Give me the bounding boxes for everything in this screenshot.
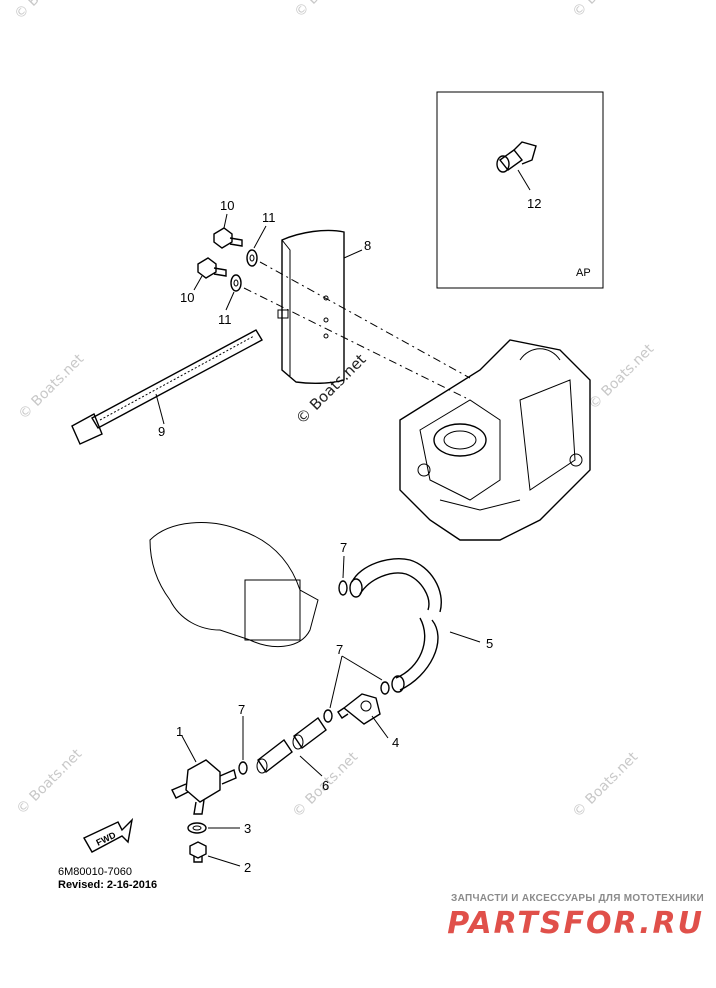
part-8-cover[interactable] [277, 229, 345, 385]
callout-10-upper: 10 [220, 198, 234, 213]
watermark-right-low: © Boats.net [570, 749, 642, 821]
part-2-bolt[interactable] [189, 841, 207, 863]
part-7-clip-mid-a[interactable] [380, 681, 390, 695]
diagram-code: 6M80010-7060 [58, 866, 133, 878]
ap-inset: 12 AP [436, 91, 604, 289]
watermarks: © Boats.net © Boats.net © Boats.net © Bo… [12, 0, 658, 821]
engine-outline-ghost [149, 522, 319, 648]
callout-7-mid: 7 [336, 642, 343, 657]
revised-date: Revised: 2-16-2016 [58, 879, 158, 891]
part-9-cable-tie[interactable] [71, 329, 263, 445]
part-4-fitting[interactable] [337, 693, 381, 725]
callout-1: 1 [176, 724, 183, 739]
watermark-right-mid: © Boats.net [586, 341, 658, 413]
callout-4: 4 [392, 735, 399, 750]
part-10-bolt-lower[interactable] [197, 257, 227, 279]
part-1-fuel-joint[interactable] [171, 759, 237, 815]
watermark-top-right: © Boats.net [570, 0, 642, 21]
callout-8: 8 [364, 238, 371, 253]
brand-logo[interactable]: ЗАПЧАСТИ И АКСЕССУАРЫ ДЛЯ МОТОТЕХНИКИ PA… [404, 893, 704, 941]
part-5-hose[interactable] [349, 558, 442, 693]
callout-11-lower: 11 [218, 312, 232, 327]
part-7-clip-upper[interactable] [338, 580, 348, 596]
part-6-hose-b[interactable] [292, 716, 327, 750]
callout-7-upper: 7 [340, 540, 347, 555]
callout-9: 9 [158, 424, 165, 439]
callout-2: 2 [244, 860, 251, 875]
watermark-top-left: © Boats.net [12, 0, 84, 23]
callout-3: 3 [244, 821, 251, 836]
part-12-fitting[interactable] [496, 141, 537, 173]
brand-tagline: ЗАПЧАСТИ И АКСЕССУАРЫ ДЛЯ МОТОТЕХНИКИ [451, 893, 704, 904]
part-11-washer-lower[interactable] [230, 274, 242, 292]
callout-6: 6 [322, 778, 329, 793]
watermark-left-mid: © Boats.net [16, 351, 88, 423]
diagram-code-block: 6M80010-7060 Revised: 2-16-2016 [58, 866, 157, 892]
watermark-left-low: © Boats.net [14, 746, 86, 818]
engine-block [399, 339, 591, 541]
callout-11-upper: 11 [262, 210, 276, 225]
callout-5: 5 [486, 636, 493, 651]
callout-10-lower: 10 [180, 290, 194, 305]
part-10-bolt-upper[interactable] [213, 227, 243, 249]
part-7-clip-mid-b[interactable] [323, 709, 333, 723]
callout-7-lower: 7 [238, 702, 245, 717]
callout-12: 12 [527, 196, 541, 211]
brand-wordmark: PARTSFOR.RU [447, 906, 704, 941]
watermark-center: © Boats.net [292, 350, 370, 428]
inset-label-ap: AP [576, 267, 591, 279]
part-6-hose-a[interactable] [256, 738, 293, 774]
watermark-top-mid: © Boats.net [292, 0, 364, 21]
part-7-clip-lower[interactable] [238, 761, 248, 775]
part-3-washer[interactable] [187, 822, 207, 834]
part-11-washer-upper[interactable] [246, 249, 258, 267]
fwd-arrow-icon: FWD [83, 817, 134, 853]
